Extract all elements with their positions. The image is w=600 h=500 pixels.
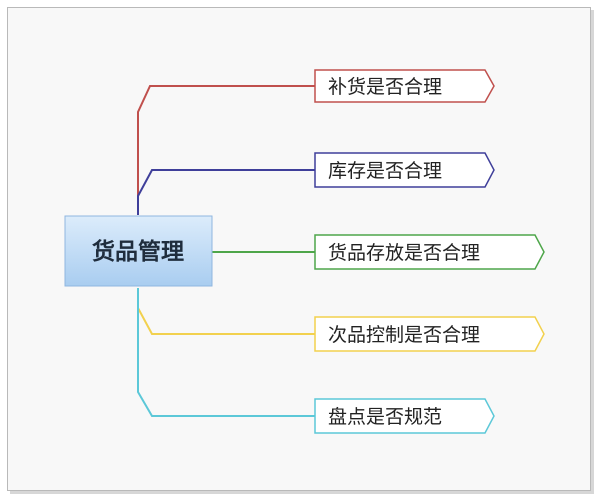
root-node: 货品管理 [64,215,213,287]
branch-node: 货品存放是否合理 [314,234,545,270]
branch-box-4 [314,398,495,434]
branch-label-0: 补货是否合理 [328,76,442,98]
branch-box-1 [314,152,495,188]
connector-3 [137,288,315,335]
connector-4 [137,288,315,417]
branch-node: 盘点是否规范 [314,398,495,434]
branch-node: 库存是否合理 [314,152,495,188]
branch-node: 次品控制是否合理 [314,316,545,352]
connector-0 [137,85,315,215]
branch-label-2: 货品存放是否合理 [328,242,480,264]
connector-1 [137,169,315,215]
branch-box-2 [314,234,545,270]
branch-box-3 [314,316,545,352]
branch-label-3: 次品控制是否合理 [328,324,480,346]
branch-label-4: 盘点是否规范 [328,406,442,428]
branch-box-0 [314,69,495,103]
root-label: 货品管理 [92,238,184,265]
branch-node: 补货是否合理 [314,69,495,103]
branch-label-1: 库存是否合理 [328,160,442,182]
